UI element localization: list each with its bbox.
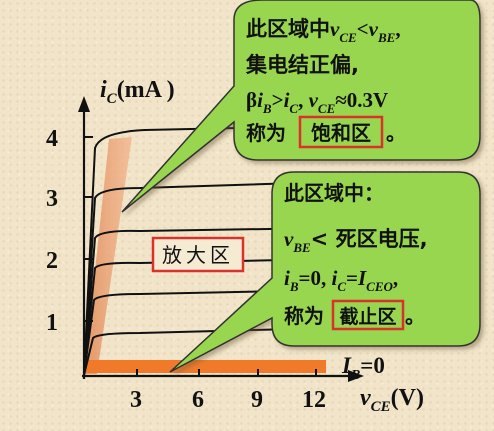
y-tick-label-1: 1 [46,310,58,336]
y-axis-label: iC(mA ) [100,77,175,107]
saturation-region-shading [84,137,132,374]
y-tick-label-3: 3 [46,186,58,212]
saturation-callout-bubble [121,0,481,213]
ib-zero-label: IB=0 [341,353,385,383]
cutoff-text-line3: iB=0, iC=ICEO, [284,266,398,294]
saturation-text-line1: 此区域中vCE<vBE, [246,17,401,45]
x-axis-arrow [348,370,364,382]
amplify-region-box [151,236,245,273]
cutoff-text-line4-post: 。 [405,304,425,328]
y-tick-label-4: 4 [46,126,58,152]
saturation-region-label: 饱和区 [311,121,371,145]
x-tick-label-3: 3 [130,387,142,413]
characteristic-curve-2 [83,227,331,376]
characteristic-curve-0 [83,289,331,376]
saturation-text-line3: βiB>iC, vCE≈0.3V [246,88,388,116]
characteristic-curve-4 [83,125,331,376]
characteristic-curve-1 [83,258,331,376]
saturation-text-line4-pre: 称为 [246,121,286,145]
x-tick-label-6: 6 [192,387,204,413]
amplify-region-label: 放大区 [162,243,234,267]
y-tick-label-2: 2 [46,248,58,274]
x-tick-label-9: 9 [251,387,263,413]
x-axis-label: vCE(V) [360,385,424,415]
cutoff-text-line1: 此区域中： [284,181,384,205]
saturation-text-line4-post: 。 [386,121,406,145]
saturation-region-box [298,115,384,149]
characteristic-curve-low [83,327,331,376]
cutoff-region-box [331,299,405,331]
x-tick-label-12: 12 [302,387,326,413]
characteristic-curve-3 [83,181,331,376]
cutoff-text-line4-pre: 称为 [284,304,324,328]
cutoff-region-bar [84,360,326,373]
y-axis-arrow [78,96,90,112]
cutoff-region-label: 截止区 [339,305,396,328]
saturation-text-line2: 集电结正偏, [245,53,359,77]
cutoff-text-line2: vBE< 死区电压, [284,227,428,255]
